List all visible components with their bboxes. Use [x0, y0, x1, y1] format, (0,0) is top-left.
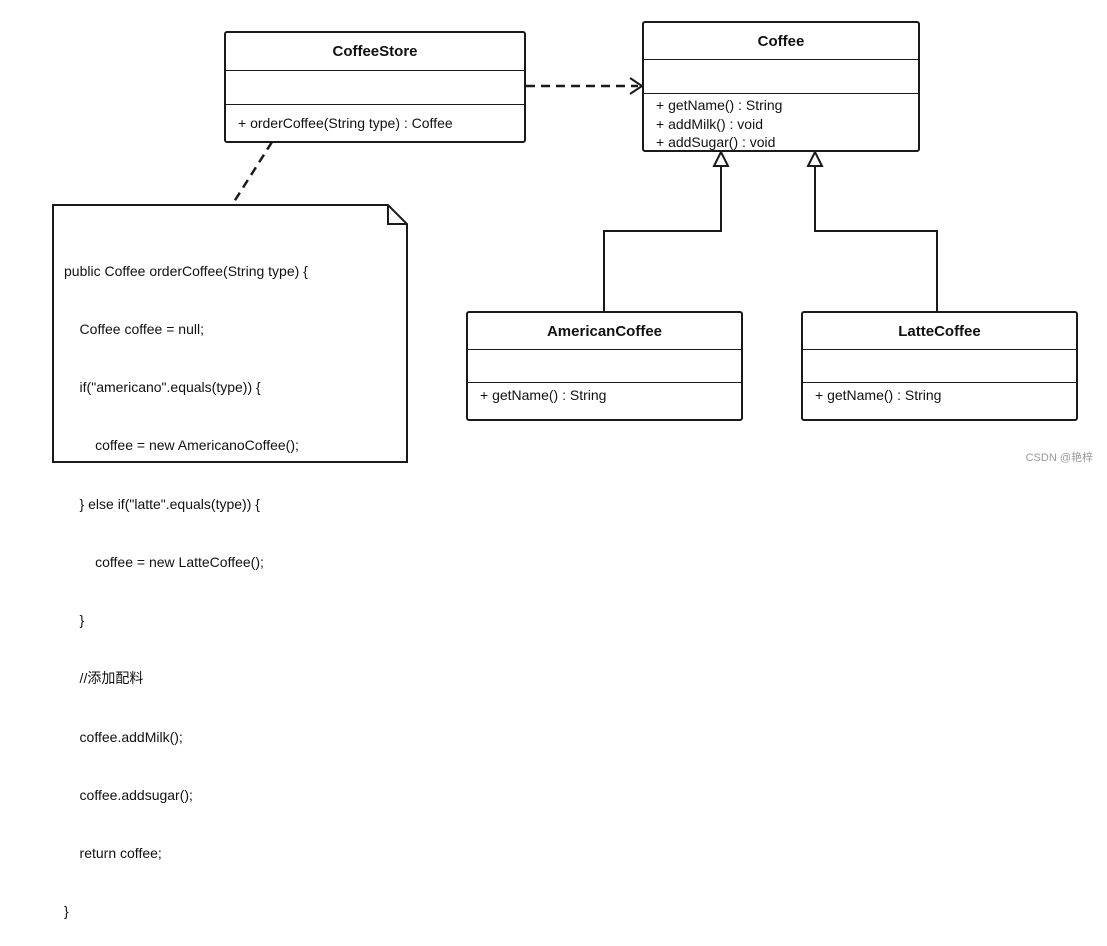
class-name: CoffeeStore	[226, 33, 524, 71]
uml-class-diagram: CoffeeStore + orderCoffee(String type) :…	[52, 21, 1093, 919]
class-american-coffee: AmericanCoffee + getName() : String	[466, 311, 743, 421]
class-operations: + getName() : String	[803, 383, 1076, 405]
operation: + getName() : String	[656, 97, 783, 113]
class-operations: + orderCoffee(String type) : Coffee	[226, 105, 524, 133]
class-attributes	[468, 350, 741, 383]
class-operations: + getName() : String	[468, 383, 741, 405]
note-code: public Coffee orderCoffee(String type) {…	[64, 223, 308, 946]
operation: + orderCoffee(String type) : Coffee	[238, 115, 453, 131]
operation: + getName() : String	[480, 387, 607, 403]
code-line: } else if("latte".equals(type)) {	[64, 495, 260, 512]
code-line: coffee = new AmericanoCoffee();	[64, 437, 299, 454]
class-attributes	[644, 60, 918, 94]
class-latte-coffee: LatteCoffee + getName() : String	[801, 311, 1078, 421]
code-line: if("americano".equals(type)) {	[64, 379, 261, 396]
code-line: //添加配料	[64, 670, 144, 687]
code-line: }	[64, 903, 69, 920]
code-line: coffee.addsugar();	[64, 786, 193, 803]
class-coffee-store: CoffeeStore + orderCoffee(String type) :…	[224, 31, 526, 143]
code-line: coffee.addMilk();	[64, 728, 183, 745]
note-shape	[52, 204, 408, 463]
class-name: LatteCoffee	[803, 313, 1076, 350]
generalization-arrowhead-latte	[806, 149, 824, 167]
operation: + getName() : String	[815, 387, 942, 403]
watermark: CSDN @艳梓	[1025, 452, 1093, 464]
code-line: }	[64, 612, 85, 629]
code-line: return coffee;	[64, 845, 162, 861]
note-anchor-line	[230, 141, 274, 206]
code-line: Coffee coffee = null;	[64, 321, 204, 338]
operation: + addSugar() : void	[656, 134, 776, 150]
code-line: coffee = new LatteCoffee();	[64, 553, 264, 570]
class-coffee: Coffee + getName() : String + addMilk() …	[642, 21, 920, 152]
class-operations: + getName() : String + addMilk() : void …	[644, 94, 918, 151]
generalization-arrowhead-american	[712, 149, 730, 167]
class-attributes	[226, 71, 524, 105]
class-attributes	[803, 350, 1076, 383]
note-fold	[387, 205, 407, 225]
diagram-connectors	[52, 77, 938, 463]
class-name: AmericanCoffee	[468, 313, 741, 350]
operation: + addMilk() : void	[656, 116, 763, 132]
generalization-line-latte	[814, 166, 938, 311]
code-line: public Coffee orderCoffee(String type) {	[64, 262, 308, 279]
generalization-line-american	[603, 166, 722, 311]
class-name: Coffee	[644, 23, 918, 60]
